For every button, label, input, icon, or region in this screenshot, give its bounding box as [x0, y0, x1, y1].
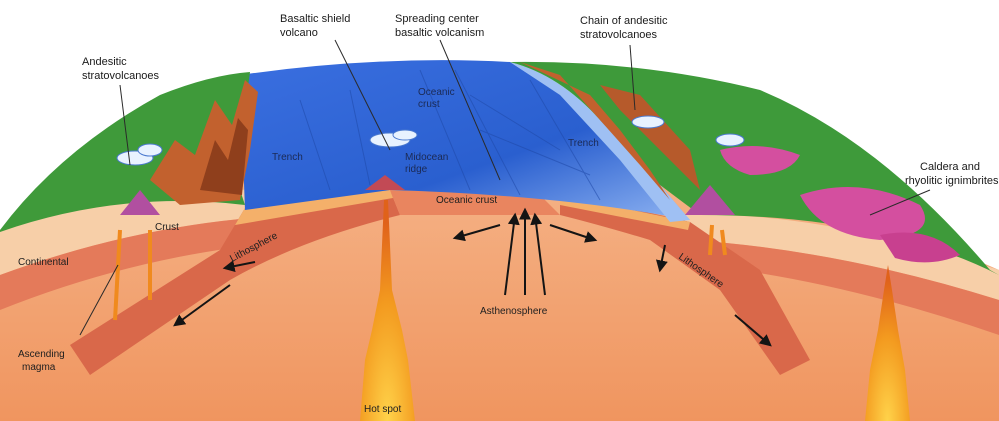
label-andesitic-2: stratovolcanoes [82, 70, 160, 82]
label-basaltic-shield-volcano-2: volcano [280, 27, 318, 39]
label-midocean-ridge-1: Midocean [405, 152, 448, 163]
label-chain-andesitic-2: stratovolcanoes [580, 29, 658, 41]
label-continental: Continental [18, 257, 69, 268]
label-chain-andesitic-1: Chain of andesitic [580, 15, 668, 27]
label-caldera-1: Caldera and [920, 161, 980, 173]
label-hot-spot: Hot spot [364, 404, 401, 415]
label-ascending-magma-1: Ascending [18, 349, 65, 360]
label-caldera-2: rhyolitic ignimbrites [905, 175, 999, 187]
label-trench-right: Trench [568, 138, 599, 149]
label-basaltic-shield-volcano-1: Basaltic shield [280, 13, 350, 25]
label-trench-left: Trench [272, 152, 303, 163]
label-oceanic-crust-top-1: Oceanic [418, 87, 455, 98]
label-oceanic-crust-top-2: crust [418, 99, 440, 110]
label-crust-small: Crust [155, 222, 179, 233]
label-spreading-center-1: Spreading center [395, 13, 479, 25]
label-oceanic-crust-center: Oceanic crust [436, 195, 497, 206]
label-midocean-ridge-2: ridge [405, 164, 428, 175]
label-ascending-magma-2: magma [22, 362, 56, 373]
label-spreading-center-2: basaltic volcanism [395, 27, 484, 39]
label-asthenosphere: Asthenosphere [480, 306, 548, 317]
label-andesitic-1: Andesitic [82, 56, 127, 68]
